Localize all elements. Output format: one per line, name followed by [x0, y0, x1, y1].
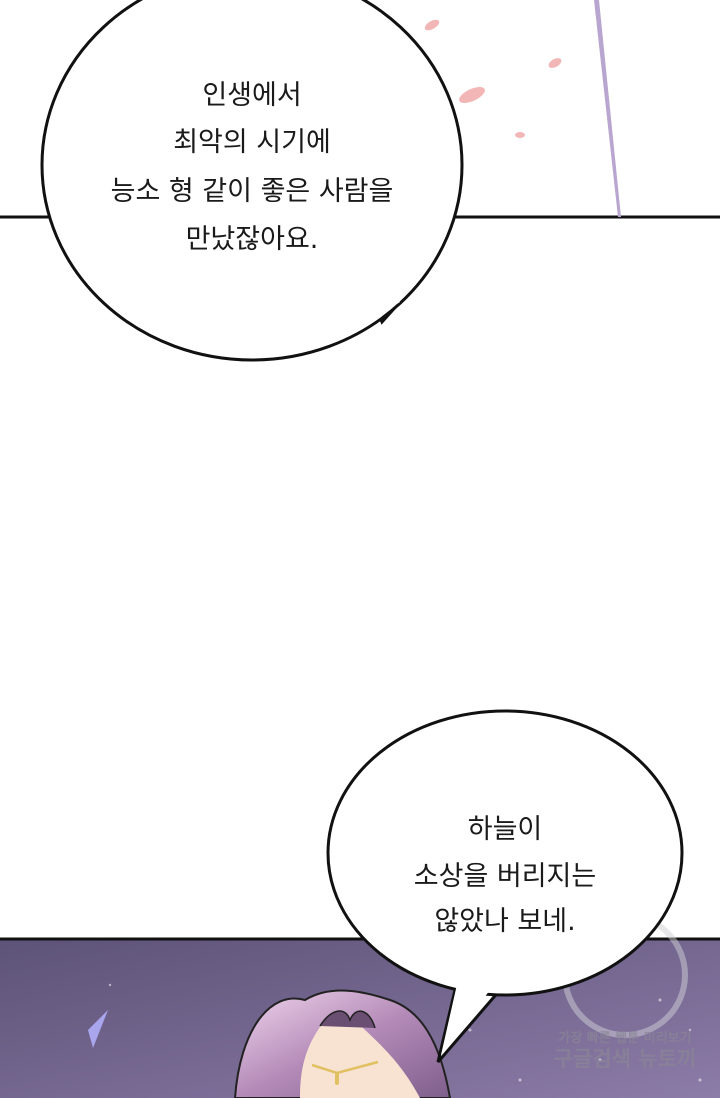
watermark-line1: 가장 빠른 웹툰 미리보기 [558, 1030, 691, 1046]
crystal-shard [88, 1010, 108, 1048]
bubble-text-line: 인생에서 [202, 80, 301, 111]
speech-bubble-top: 인생에서 최악의 시기에 능소 형 같이 좋은 사람을 만났잖아요. [40, 0, 464, 362]
bubble-text-line: 하늘이 [468, 814, 543, 845]
bubble-text-line: 만났잖아요. [186, 224, 319, 255]
bubble-text-line: 최악의 시기에 [173, 127, 331, 158]
bubble-text-line: 능소 형 같이 좋은 사람을 [111, 176, 394, 207]
bubble-text-line: 소상을 버리지는 [414, 861, 596, 892]
speech-bubble-bottom: 하늘이 소상을 버리지는 않았나 보네. [326, 709, 684, 1063]
bubble-text-line: 않았나 보네. [434, 906, 575, 937]
watermark-line2: 구글검색 뉴토끼 [554, 1047, 697, 1071]
petals [424, 19, 562, 138]
staff-line [594, 0, 621, 217]
character-head [233, 989, 452, 1098]
